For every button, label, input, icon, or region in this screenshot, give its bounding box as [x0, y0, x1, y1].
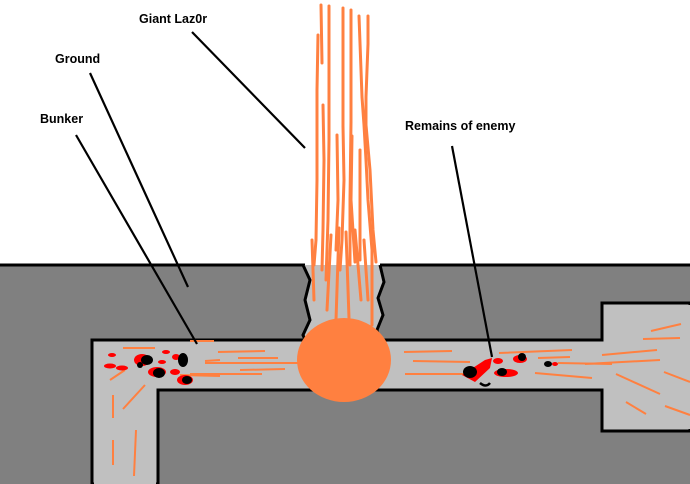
bunker-label: Bunker: [40, 112, 84, 126]
impact-fireball: [297, 318, 391, 402]
laser-streaks-right: [403, 323, 690, 416]
enemy-remains-left: [104, 350, 193, 385]
laser-beam-line: [312, 3, 324, 267]
bunker: [90, 301, 690, 484]
laser-beam-line: [334, 133, 340, 252]
label-pointers: [75, 31, 494, 358]
laser-pointer-line: [191, 31, 306, 149]
laser-beam-line: [338, 6, 346, 272]
laser-beam-line: [310, 226, 374, 327]
shaft-wall-left: [301, 264, 312, 343]
laser-label: Giant Laz0r: [139, 12, 208, 26]
laser-beam-line: [320, 103, 326, 272]
laser-beam-line: [357, 14, 374, 272]
remains-pointer-line: [450, 145, 494, 358]
laser-beam-line: [324, 4, 331, 282]
ground-pointer-line: [88, 72, 190, 288]
laser-beam-line: [349, 134, 357, 264]
remains-label: Remains of enemy: [405, 119, 516, 133]
bunker-pointer-line: [75, 134, 198, 345]
ground-label: Ground: [55, 52, 101, 66]
laser-streaks-left: [109, 340, 300, 477]
laser-beam-line: [364, 14, 378, 264]
laser-beam: [310, 3, 378, 327]
enemy-remains-right: [462, 353, 558, 387]
